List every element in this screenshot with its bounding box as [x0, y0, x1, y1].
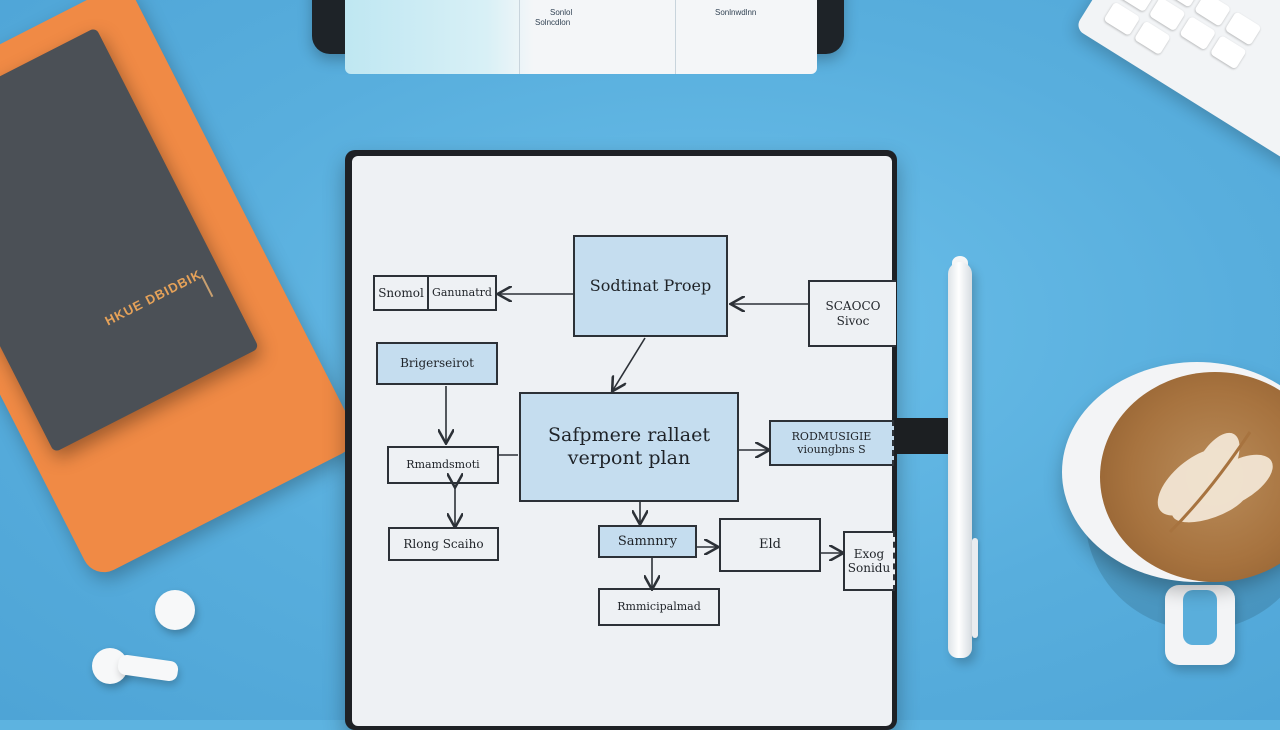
diagram-node-top-center: Sodtinat Proep	[573, 235, 728, 337]
cup-handle-hole	[1183, 590, 1217, 645]
earbud-stem	[116, 653, 180, 683]
diagram-node-left-mid: Brigerseirot	[376, 342, 498, 385]
keyboard	[1074, 0, 1280, 166]
stylus-clip	[972, 538, 978, 638]
earbud-left	[155, 590, 195, 630]
diagram-node-top-left-b: Ganunatrd	[427, 275, 497, 311]
diagram-node-left-bottom: Rlong Scaiho	[388, 527, 499, 561]
diagram-node-bottom-d: Rmmicipalmad	[598, 588, 720, 626]
diagram-node-bottom-c: Exog Sonidu	[843, 531, 895, 591]
latte-art-icon	[1157, 431, 1273, 534]
diagram-node-bottom-a: Samnnry	[598, 525, 697, 558]
tablet-text-line: Solncdlon	[535, 18, 571, 27]
latte-coffee	[1100, 372, 1280, 582]
tablet-text-line: Sonlnwdlnn	[715, 8, 757, 17]
tablet-screen-divider	[519, 0, 520, 74]
diagram-node-left-lower: Rmamdsmoti	[387, 446, 499, 484]
notebook-strap	[895, 418, 949, 454]
tablet-screen-divider	[675, 0, 676, 74]
diagram-node-bottom-b: Eld	[719, 518, 821, 572]
diagram-node-top-left-a: Snomol	[373, 275, 429, 311]
tablet-text-line: Sonlol	[550, 8, 573, 17]
diagram-node-top-right: SCAOCO Sivoc	[808, 280, 896, 347]
tablet-screen: Sonlol Solncdlon Sonlnwdlnn	[345, 0, 817, 74]
diagram-node-right-mid: RODMUSIGIE vioungbns S	[769, 420, 894, 466]
stylus-pen	[948, 262, 972, 658]
diagram-node-center: Safpmere rallaet verpont plan	[519, 392, 739, 502]
